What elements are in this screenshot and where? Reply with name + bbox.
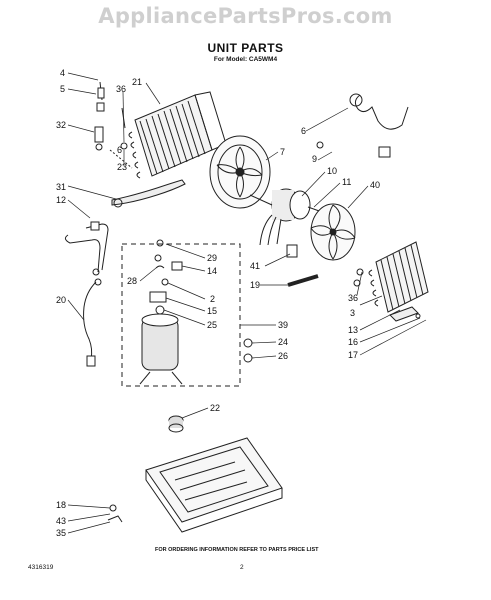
callout-39: 39 bbox=[278, 320, 288, 330]
callout-9: 9 bbox=[312, 154, 317, 164]
callout-3: 3 bbox=[350, 308, 355, 318]
callout-11: 11 bbox=[342, 177, 351, 187]
base-pan bbox=[107, 437, 283, 533]
leader-lines bbox=[67, 72, 427, 534]
callout-31: 31 bbox=[56, 182, 66, 192]
callout-24: 24 bbox=[278, 337, 288, 347]
callout-28: 28 bbox=[127, 276, 137, 286]
callout-21: 21 bbox=[132, 77, 142, 87]
callout-35: 35 bbox=[56, 528, 66, 538]
callout-15: 15 bbox=[207, 306, 217, 316]
watermark: AppliancePartsPros.com bbox=[98, 4, 393, 28]
callout-41: 41 bbox=[250, 261, 260, 271]
drain-tube bbox=[111, 179, 186, 208]
callout-25: 25 bbox=[207, 320, 217, 330]
callout-19: 19 bbox=[250, 280, 260, 290]
callout-40: 40 bbox=[370, 180, 380, 190]
callout-5: 5 bbox=[60, 84, 65, 94]
fan-motor bbox=[249, 188, 323, 246]
callout-7: 7 bbox=[280, 147, 285, 157]
filter-parts bbox=[389, 306, 421, 322]
capillary-tube bbox=[64, 221, 109, 276]
page-title: UNIT PARTS bbox=[207, 41, 284, 55]
callout-29: 29 bbox=[207, 253, 217, 263]
callout-13: 13 bbox=[348, 325, 358, 335]
blower-wheel bbox=[209, 135, 271, 209]
callout-labels: 4 5 36 21 32 6 23 7 6 9 10 11 40 31 12 2… bbox=[56, 68, 380, 538]
condenser-fan bbox=[310, 203, 356, 261]
callout-23: 23 bbox=[117, 162, 127, 172]
callout-20: 20 bbox=[56, 295, 66, 305]
callout-2: 2 bbox=[210, 294, 215, 304]
callout-6: 6 bbox=[117, 145, 122, 155]
ordering-note: FOR ORDERING INFORMATION REFER TO PARTS … bbox=[155, 547, 319, 553]
callout-17: 17 bbox=[348, 350, 358, 360]
callout-43: 43 bbox=[56, 516, 66, 526]
callout-36b: 36 bbox=[348, 293, 358, 303]
mount-grommet bbox=[168, 415, 184, 433]
document-number: 4316319 bbox=[28, 564, 54, 571]
model-subtitle: For Model: CA5WM4 bbox=[213, 56, 278, 63]
evaporator-coil bbox=[353, 241, 429, 313]
compressor-assembly-outline bbox=[121, 243, 241, 387]
bracket-parts bbox=[316, 93, 409, 158]
callout-6b: 6 bbox=[301, 126, 306, 136]
power-cord bbox=[83, 278, 102, 367]
callout-18: 18 bbox=[56, 500, 66, 510]
callout-12: 12 bbox=[56, 195, 66, 205]
callout-32: 32 bbox=[56, 120, 66, 130]
heater-rod bbox=[287, 274, 319, 287]
thermostat-parts bbox=[94, 81, 133, 169]
callout-22: 22 bbox=[210, 403, 220, 413]
condenser-coil bbox=[128, 91, 227, 179]
callout-16: 16 bbox=[348, 337, 358, 347]
callout-36: 36 bbox=[116, 84, 126, 94]
callout-14: 14 bbox=[207, 266, 217, 276]
callout-26: 26 bbox=[278, 351, 288, 361]
page-number: 2 bbox=[240, 564, 244, 571]
compressor bbox=[139, 239, 253, 385]
callout-10: 10 bbox=[327, 166, 337, 176]
callout-4: 4 bbox=[60, 68, 65, 78]
clip-part bbox=[286, 244, 298, 258]
